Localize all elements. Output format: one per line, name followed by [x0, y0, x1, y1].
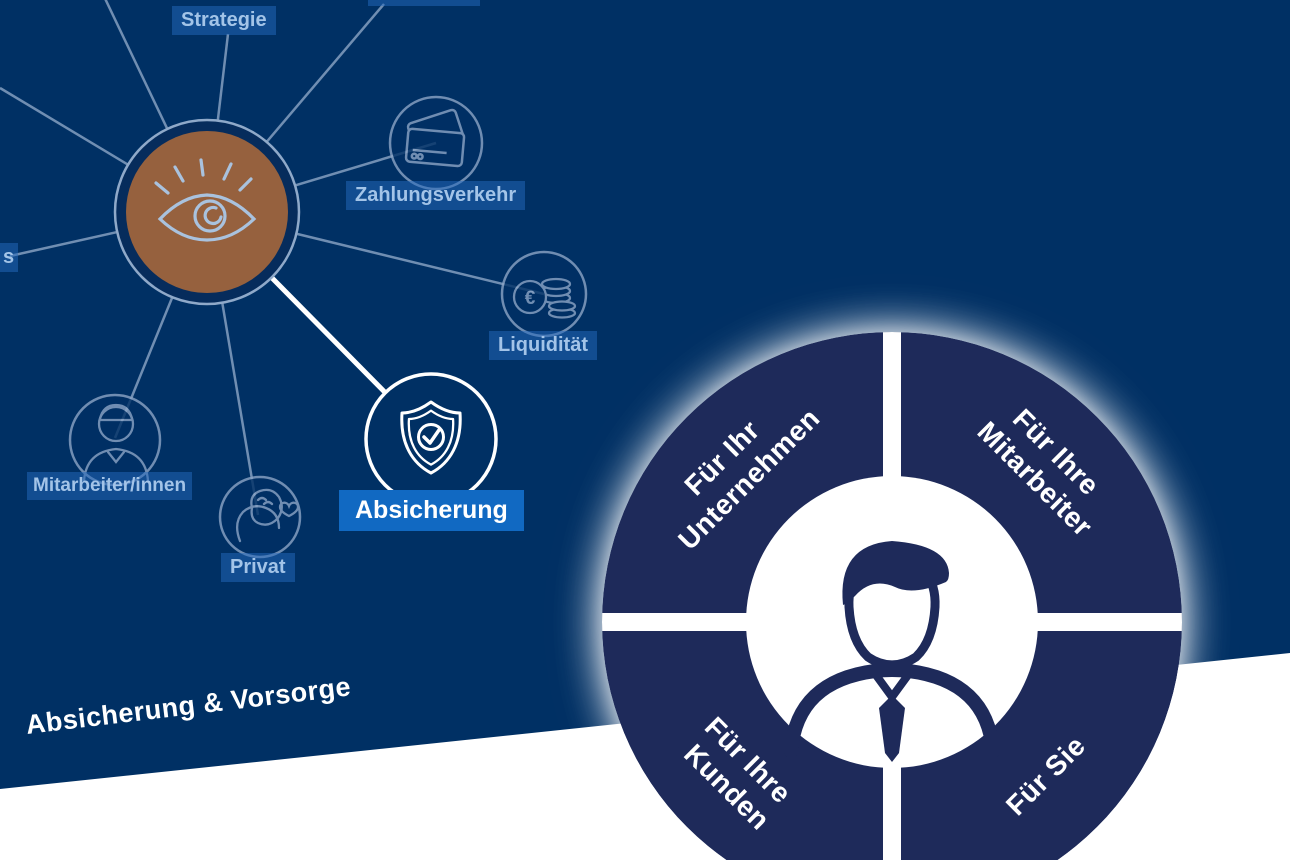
shield-check-icon: [400, 400, 462, 475]
coins-icon: €: [512, 277, 577, 319]
hands-heart-icon: [235, 488, 300, 543]
credit-cards-icon: [404, 108, 466, 168]
node-label-liquiditaet[interactable]: Liquidität: [489, 331, 597, 360]
node-circle-privat[interactable]: [218, 475, 302, 559]
euro-symbol: €: [525, 288, 536, 309]
node-label-privat[interactable]: Privat: [221, 553, 295, 582]
ring-diagram: Für Ihr Unternehmen Für Ihre Mitarbeiter…: [602, 332, 1182, 860]
eye-icon: [154, 158, 257, 242]
node-label-mitarbeiter[interactable]: Mitarbeiter/innen: [27, 472, 193, 500]
businessman-icon: [784, 541, 1000, 762]
caption-title: Absicherung & Vorsorge: [24, 671, 353, 740]
node-label-partial-left[interactable]: s: [0, 243, 18, 272]
person-icon: [82, 403, 150, 483]
node-label-absicherung[interactable]: Absicherung: [339, 490, 524, 532]
node-label-strategie[interactable]: Strategie: [172, 6, 276, 35]
mindmap-diagram: €: [0, 0, 588, 559]
node-label-partial-top-right[interactable]: [368, 0, 480, 6]
node-label-zahlungsverkehr[interactable]: Zahlungsverkehr: [346, 181, 526, 210]
